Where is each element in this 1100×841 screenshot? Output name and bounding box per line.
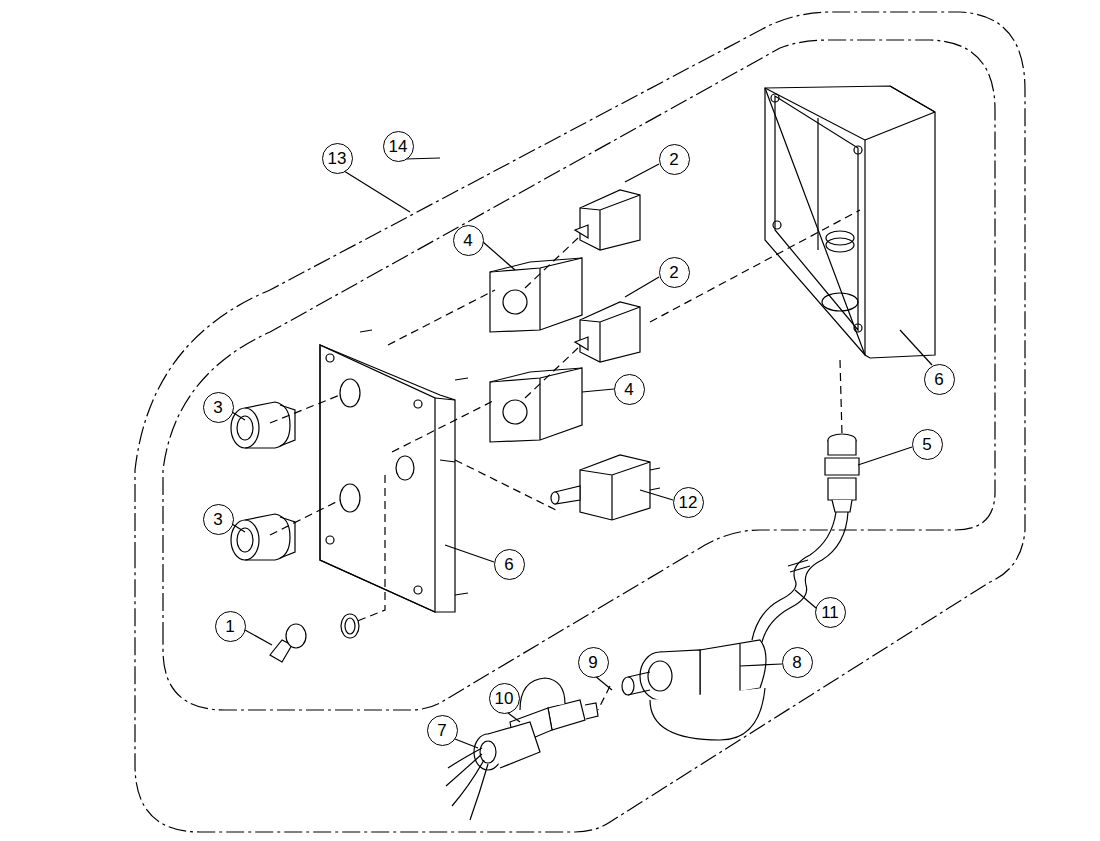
callout-number: 8	[782, 647, 813, 678]
callout-text: 4	[624, 381, 633, 398]
callout-number: 6	[924, 364, 955, 395]
cable-plug	[474, 678, 598, 770]
callout-text: 10	[495, 690, 514, 707]
front-plate	[320, 330, 468, 612]
callout-text: 2	[669, 151, 678, 168]
callout-number: 12	[673, 487, 704, 518]
callout-number: 11	[815, 597, 846, 628]
callout-text: 12	[679, 494, 698, 511]
callout-number: 9	[578, 647, 609, 678]
callout-number: 4	[453, 225, 484, 256]
callout-number: 4	[614, 374, 645, 405]
enclosure-box	[765, 86, 935, 358]
callout-text: 9	[588, 654, 597, 671]
callout-text: 5	[922, 436, 931, 453]
callout-number: 1	[215, 611, 246, 642]
callout-text: 3	[213, 511, 222, 528]
callout-text: 13	[328, 150, 347, 167]
callout-number: 14	[383, 131, 414, 162]
callout-text: 8	[792, 654, 801, 671]
callout-text: 6	[934, 371, 943, 388]
callout-text: 4	[463, 232, 472, 249]
plug-connector	[575, 190, 640, 362]
contact-block	[490, 258, 582, 442]
callout-text: 14	[389, 138, 408, 155]
callout-text: 3	[213, 399, 222, 416]
callout-text: 7	[437, 722, 446, 739]
cable-connector	[622, 640, 766, 740]
callout-number: 6	[494, 549, 525, 580]
callout-text: 11	[821, 604, 839, 621]
callout-number: 10	[489, 683, 520, 714]
callout-text: 6	[504, 556, 513, 573]
cable	[762, 512, 848, 642]
cable-break	[788, 560, 810, 572]
callout-text: 1	[225, 618, 234, 635]
toggle-switch	[551, 455, 660, 520]
assembly-line	[270, 210, 860, 710]
wire-ends	[446, 748, 488, 820]
callout-number: 3	[203, 392, 234, 423]
callout-number: 2	[659, 144, 690, 175]
callout-number: 2	[659, 257, 690, 288]
callout-number: 7	[427, 715, 458, 746]
push-button	[231, 402, 295, 560]
indicator-lamp	[270, 614, 359, 662]
callout-number: 3	[203, 504, 234, 535]
callout-text: 2	[669, 264, 678, 281]
leader-line	[232, 158, 932, 748]
callout-number: 13	[322, 143, 353, 174]
group-outline	[135, 12, 1025, 832]
cable-gland	[825, 434, 859, 512]
group-outline	[163, 40, 995, 710]
callout-number: 5	[912, 429, 943, 460]
